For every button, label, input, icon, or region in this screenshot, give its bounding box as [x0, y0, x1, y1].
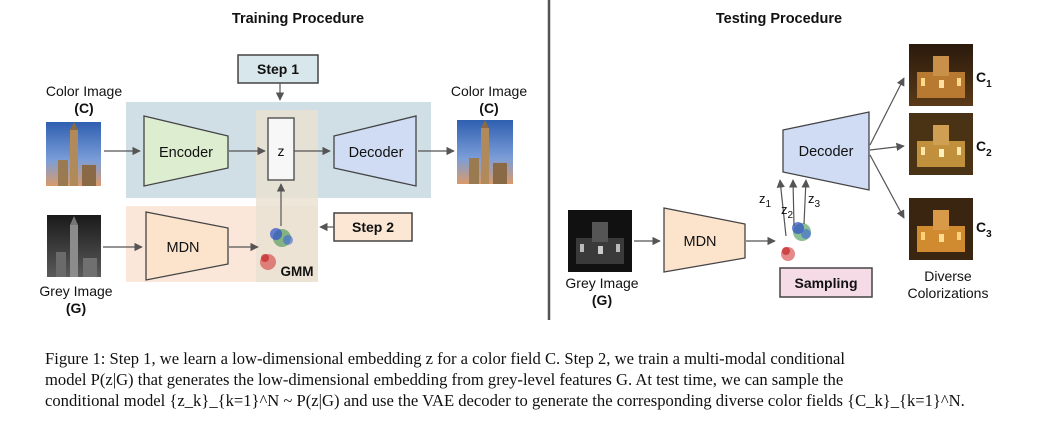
grey-train-label-2: (G): [66, 300, 86, 316]
gmm-clusters-train: [260, 228, 293, 270]
z-label: z: [278, 143, 285, 159]
diverse-label-2: Colorizations: [908, 285, 989, 301]
arrow-z1: [776, 179, 787, 237]
z1-label: z1: [759, 191, 772, 210]
arrow-dec-to-c1: [869, 77, 905, 146]
testing-title: Testing Procedure: [716, 11, 842, 27]
arrow-z3: [801, 179, 810, 225]
colorization-image-3: [909, 198, 973, 260]
arrow-dec-to-c2: [869, 142, 905, 152]
mdn-test-label: MDN: [683, 234, 716, 250]
training-title: Training Procedure: [232, 11, 364, 27]
colorization-image-1: [909, 44, 973, 106]
mdn-block-train: [145, 211, 229, 281]
encoder-block: [143, 115, 229, 187]
gmm-label: GMM: [281, 264, 314, 279]
color-image-out: [457, 120, 513, 184]
c2-label: C2: [976, 138, 992, 159]
decoder-block-test: [782, 111, 870, 191]
grey-test-label-1: Grey Image: [565, 275, 638, 291]
caption-line-1: Figure 1: Step 1, we learn a low-dimensi…: [45, 349, 845, 368]
z-box: [267, 117, 295, 181]
gmm-clusters-test: [781, 222, 811, 261]
caption-line-3: conditional model {z_k}_{k=1}^N ~ P(z|G)…: [45, 391, 965, 410]
step2-label: Step 2: [352, 219, 394, 235]
decoder-block: [333, 115, 417, 187]
c3-label: C3: [976, 219, 992, 240]
z2-label: z2: [781, 202, 794, 221]
figure-caption: Figure 1: Step 1, we learn a low-dimensi…: [45, 348, 995, 411]
decoder-label: Decoder: [349, 145, 404, 161]
step1-box: [237, 54, 319, 84]
diverse-label-1: Diverse: [924, 268, 972, 284]
grey-image-test: [568, 210, 632, 272]
color-out-label-1: Color Image: [451, 83, 527, 99]
grey-train-label-1: Grey Image: [39, 283, 112, 299]
colorization-image-2: [909, 113, 973, 175]
decoder-test-label: Decoder: [799, 144, 854, 160]
encoder-label: Encoder: [159, 145, 213, 161]
color-out-label-2: (C): [479, 100, 498, 116]
sampling-label: Sampling: [794, 275, 857, 291]
mdn-train-label: MDN: [166, 240, 199, 256]
caption-line-2: model P(z|G) that generates the low-dime…: [45, 370, 844, 389]
color-in-label-2: (C): [74, 100, 93, 116]
z3-label: z3: [808, 191, 821, 210]
c1-label: C1: [976, 69, 992, 90]
mdn-block-test: [663, 207, 746, 273]
color-in-label-1: Color Image: [46, 83, 122, 99]
color-image-in: [46, 122, 101, 186]
grey-test-label-2: (G): [592, 292, 612, 308]
step1-label: Step 1: [257, 61, 299, 77]
grey-image-train: [47, 215, 101, 277]
step2-box: [333, 212, 413, 242]
arrow-z2: [788, 179, 798, 227]
arrow-dec-to-c3: [869, 154, 905, 219]
sampling-box: [779, 267, 873, 298]
